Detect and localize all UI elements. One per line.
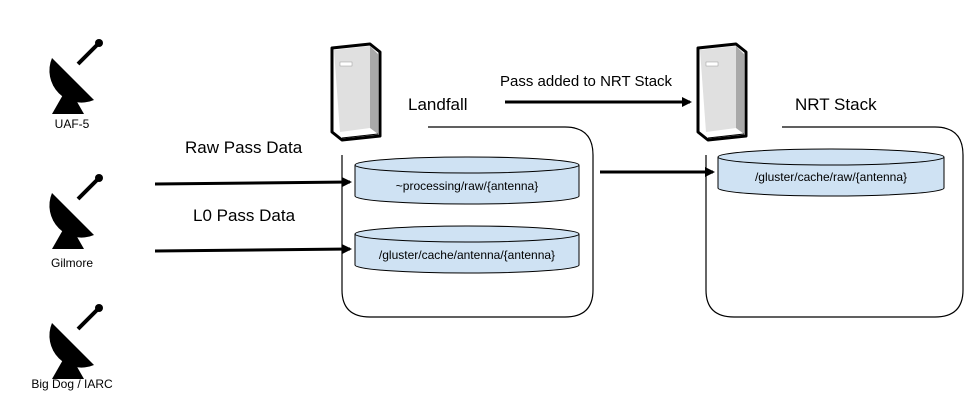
- server-icon: [330, 42, 382, 142]
- storage-cylinder: [354, 156, 580, 205]
- satellite-dish-icon: [47, 37, 105, 116]
- l0-pass-data-label: L0 Pass Data: [193, 206, 296, 225]
- station-label-uaf5: UAF-5: [54, 117, 90, 131]
- landfall-container: [341, 126, 594, 318]
- nrt-stack-title: NRT Stack: [795, 95, 877, 114]
- satellite-dish-icon: [47, 302, 105, 381]
- store-label-processing-raw: ~processing/raw/{antenna}: [395, 179, 539, 193]
- server-icon: [696, 42, 748, 142]
- storage-cylinder: [717, 148, 945, 197]
- raw-data-arrow: [154, 177, 352, 188]
- station-label-big-dog: Big Dog / IARC: [31, 377, 113, 391]
- storage-cylinder: [354, 225, 580, 274]
- store-label-gluster-antenna: /gluster/cache/antenna/{antenna}: [378, 248, 556, 262]
- l0-data-arrow: [154, 244, 352, 255]
- store-label-gluster-raw: /gluster/cache/raw/{antenna}: [754, 170, 908, 184]
- station-label-gilmore: Gilmore: [50, 256, 93, 270]
- landfall-title: Landfall: [408, 95, 468, 114]
- satellite-dish-icon: [47, 172, 105, 251]
- raw-pass-data-label: Raw Pass Data: [185, 138, 303, 157]
- nrt-stack-container: [705, 126, 964, 318]
- nrt-pass-label: Pass added to NRT Stack: [500, 73, 673, 90]
